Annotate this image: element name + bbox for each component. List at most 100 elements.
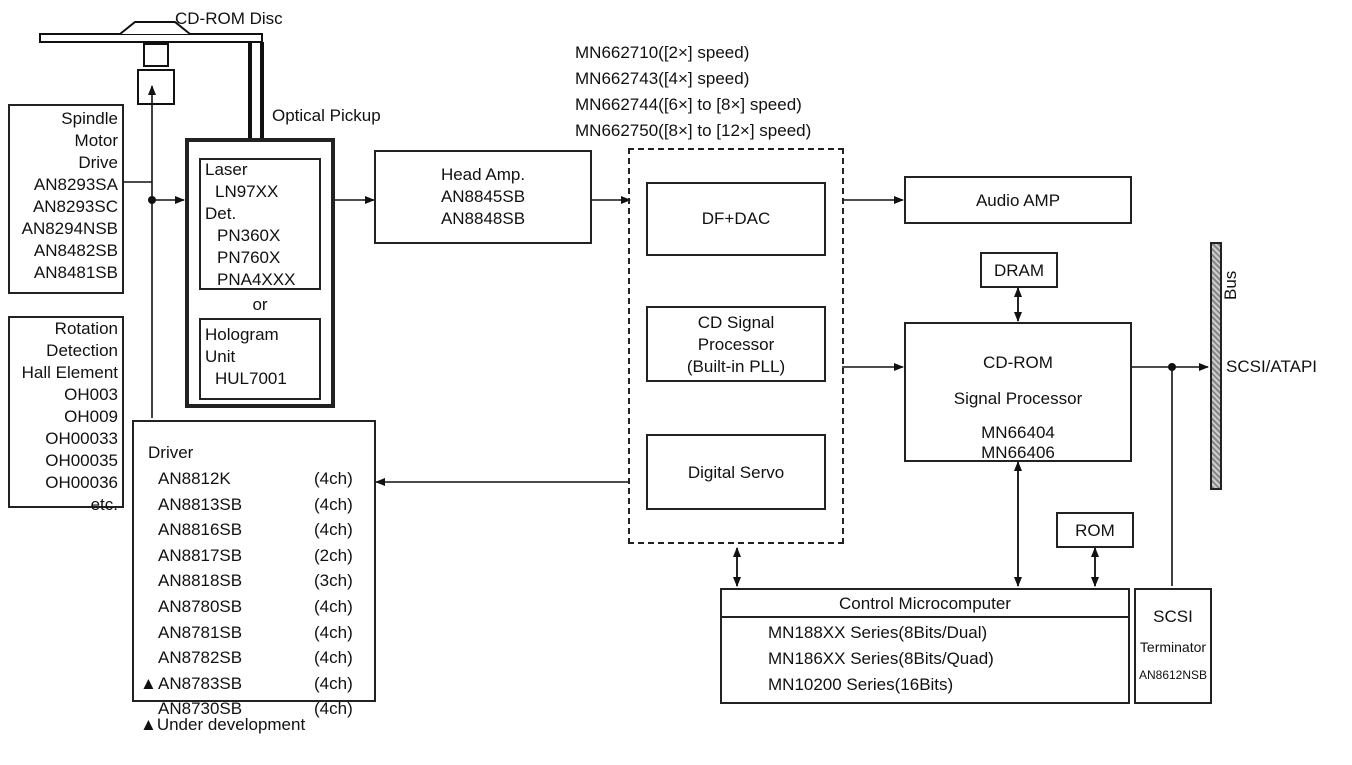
driver-item: ▲AN8783SB(4ch) [134,673,374,699]
control-micro-item: MN186XX Series(8Bits/Quad) [768,649,994,668]
scsi-term-line: SCSI [1153,607,1193,626]
driver-item: AN8818SB(3ch) [134,570,374,596]
cdrom-line: CD-ROM [983,353,1053,372]
driver-item-name: AN8783SB [158,673,243,693]
disc-platter [39,33,263,43]
driver-item-ch: (4ch) [314,520,353,540]
head-amp-line: Head Amp. [440,165,526,184]
mn-version-list: MN662710([2×] speed) MN662743([4×] speed… [575,42,811,146]
driver-item: AN8780SB(4ch) [134,596,374,622]
digital-servo-label: Digital Servo [687,463,785,482]
cdrom-line: MN66404 [981,423,1055,442]
pickup-or: or [252,295,268,314]
cd-signal-box: CD Signal Processor (Built-in PLL) [646,306,826,382]
driver-item-name: AN8730SB [158,699,243,719]
driver-title: Driver [148,443,194,462]
driver-item: AN8812K (4ch) [134,468,374,494]
cdrom-line: MN66406 [981,443,1055,462]
scsi-term-line: AN8612NSB [1138,668,1208,682]
driver-item-name: AN8816SB [158,520,243,540]
driver-box: Driver AN8812K(4ch)AN8813SB(4ch)AN8816SB… [132,420,376,718]
driver-item-ch: (4ch) [314,596,353,616]
spindle-line: Drive [78,153,118,172]
scsi-atapi-label: SCSI/ATAPI [1226,357,1318,376]
driver-item: AN8781SB(4ch) [134,622,374,648]
spindle-list: Spindle Motor Drive AN8293SA AN8293SC AN… [22,108,118,284]
footnote: ▲Under development [140,715,306,734]
rom-box: ROM [1056,512,1134,548]
laser-line: Det. [205,204,237,223]
rotation-line: OH00035 [45,451,118,470]
head-amp-line: AN8848SB [440,209,526,228]
hologram-line: Hologram [205,325,279,344]
mn-version: MN662744([6×] to [8×] speed) [575,95,802,114]
audio-amp-box: Audio AMP [904,176,1132,224]
driver-item-name: AN8818SB [158,571,243,591]
spindle-line: AN8294NSB [21,219,118,238]
rotation-line: etc. [90,495,118,514]
rotation-line: Rotation [54,319,118,338]
driver-item-name: AN8782SB [158,648,243,668]
spindle-line: Spindle [61,109,118,128]
cdrom-line: Signal Processor [953,389,1083,408]
laser-line: LN97XX [215,182,279,201]
bus-bar [1210,242,1222,490]
hologram-list: Hologram Unit HUL7001 [205,324,287,390]
laser-line: PN360X [217,226,281,245]
spindle-motor [137,69,175,105]
control-micro-title: Control Microcomputer [839,594,1011,613]
cd-signal-line: Processor [697,335,775,354]
driver-item-ch: (2ch) [314,545,353,565]
driver-item: AN8813SB (4ch) [134,494,374,520]
laser-detector-box: Laser LN97XX Det. PN360X PN760X PNA4XXX [199,158,321,290]
hologram-line: Unit [205,347,236,366]
scsi-terminator-box: SCSI Terminator AN8612NSB [1134,588,1212,704]
driver-item-name: AN8813SB [158,494,243,514]
driver-item: AN8817SB (2ch) [134,545,374,571]
cd-signal-line: CD Signal [697,313,775,332]
driver-item-ch: (4ch) [314,622,353,642]
disc-label: CD-ROM Disc [175,9,283,28]
control-micro-item: MN188XX Series(8Bits/Dual) [768,623,988,642]
dsp-group [628,148,844,544]
driver-item-name: AN8812K [158,469,231,488]
rotation-list: Rotation Detection Hall Element OH003 OH… [22,318,118,516]
driver-item: AN8782SB(4ch) [134,647,374,673]
hologram-line: HUL7001 [215,369,287,388]
head-amp-list: Head Amp. AN8845SB AN8848SB [376,164,590,230]
spindle-line: Motor [74,131,118,150]
rotation-detection-box: Rotation Detection Hall Element OH003 OH… [8,316,124,514]
rom-label: ROM [1075,521,1115,540]
driver-item: AN8816SB (4ch) [134,519,374,545]
driver-item-ch: (4ch) [314,469,353,488]
df-dac-box: DF+DAC [646,182,826,256]
dram-label: DRAM [993,261,1045,280]
head-amp-box: Head Amp. AN8845SB AN8848SB [374,150,592,244]
disc-hub [119,21,191,35]
rotation-line: OH003 [64,385,118,404]
spindle-line: AN8293SC [32,197,118,216]
control-micro-item: MN10200 Series(16Bits) [768,675,954,694]
driver-item: AN8730SB (4ch) [134,698,374,724]
rotation-line: OH009 [64,407,118,426]
cdrom-processor-box: CD-ROM Signal Processor MN66404 MN66406 [904,322,1132,462]
mn-version: MN662750([8×] to [12×] speed) [575,121,812,140]
driver-item-ch: (4ch) [314,494,353,514]
digital-servo-box: Digital Servo [646,434,826,510]
driver-list: AN8812K(4ch)AN8813SB(4ch)AN8816SB(4ch)AN… [134,468,374,724]
hologram-box: Hologram Unit HUL7001 [199,318,321,400]
driver-item-ch: (4ch) [314,673,353,693]
mn-version: MN662710([2×] speed) [575,43,750,62]
optical-pickup-box: Laser LN97XX Det. PN360X PN760X PNA4XXX … [185,138,335,408]
control-micro-list: MN188XX Series(8Bits/Dual) MN186XX Serie… [768,622,994,700]
spindle-line: AN8482SB [33,241,118,260]
laser-list: Laser LN97XX Det. PN360X PN760X PNA4XXX [205,159,295,291]
driver-item-name: AN8817SB [158,545,243,565]
optical-pickup-label: Optical Pickup [272,106,381,125]
rotation-line: OH00033 [45,429,118,448]
mn-version: MN662743([4×] speed) [575,69,750,88]
rotation-line: Detection [46,341,118,360]
driver-item-ch: (4ch) [314,699,353,719]
control-microcomputer-box: Control Microcomputer MN188XX Series(8Bi… [720,588,1130,704]
